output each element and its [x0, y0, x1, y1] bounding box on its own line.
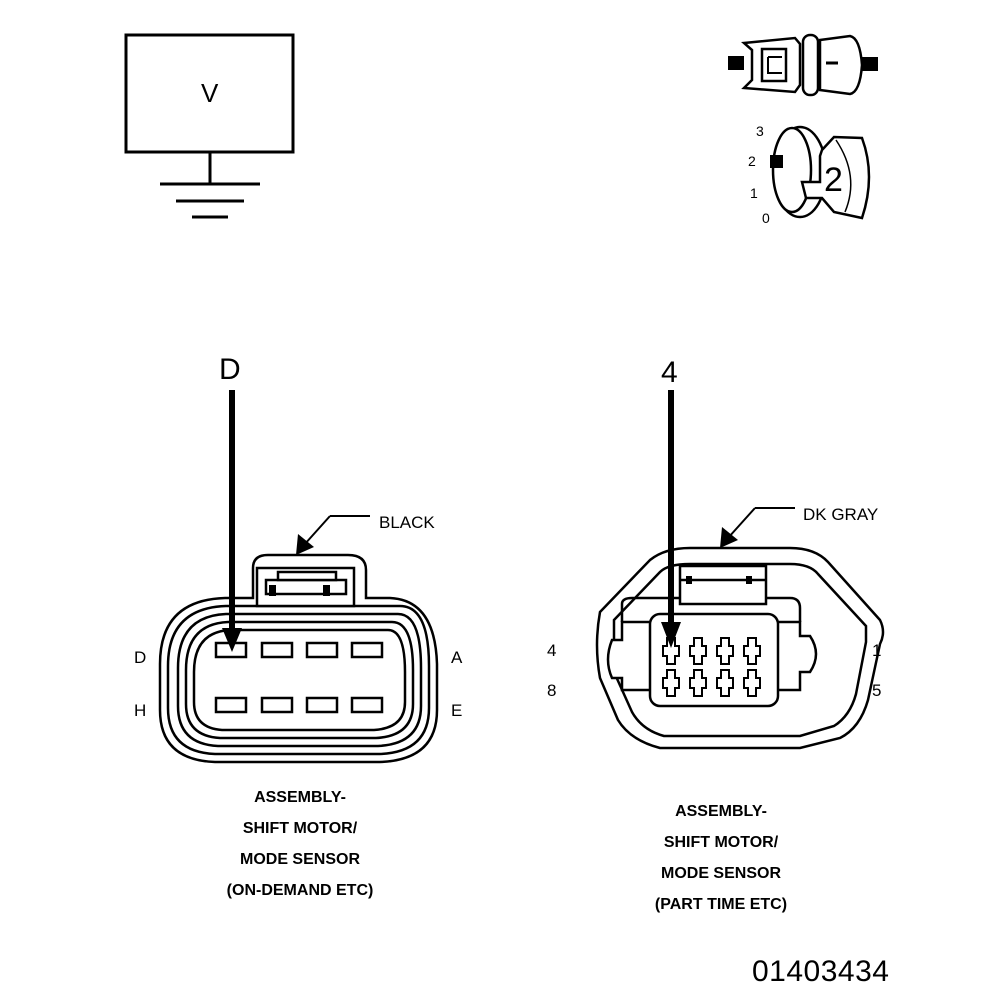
- caption-line: (PART TIME ETC): [654, 896, 788, 913]
- pin-label: 5: [872, 681, 882, 700]
- color-label-dk-gray: DK GRAY: [803, 505, 879, 524]
- latch-left: [255, 566, 356, 608]
- caption-line: (ON-DEMAND ETC): [226, 882, 374, 899]
- caption-line: MODE SENSOR: [660, 865, 781, 882]
- terminal-pin: [662, 637, 680, 665]
- terminal-pin: [689, 669, 707, 697]
- pin-label: A: [451, 648, 463, 667]
- pin-label: D: [134, 648, 147, 667]
- terminal-pin: [662, 669, 680, 697]
- pin-cavity: [350, 641, 384, 659]
- ground-icon: [160, 182, 260, 219]
- pin-grid-left: [214, 641, 384, 714]
- pin-cavity: [260, 641, 294, 659]
- pin-cavity: [305, 641, 339, 659]
- pin-label: E: [451, 701, 463, 720]
- key-number: 2: [824, 161, 843, 199]
- ignition-key-icon: [770, 125, 871, 220]
- caption-right: ASSEMBLY- SHIFT MOTOR/ MODE SENSOR (PART…: [601, 796, 841, 920]
- color-label-black: BLACK: [379, 513, 435, 532]
- pin-label: 8: [547, 681, 557, 700]
- terminal-pin: [689, 637, 707, 665]
- caption-line: MODE SENSOR: [239, 851, 360, 868]
- probe-pin-right: 4: [661, 356, 678, 389]
- pin-cavity: [260, 696, 294, 714]
- probe-arrow-left: [222, 390, 242, 652]
- terminal-pin: [716, 637, 734, 665]
- pin-cavity: [305, 696, 339, 714]
- voltmeter-symbol: V: [201, 78, 219, 108]
- pin-label: 4: [547, 641, 557, 660]
- leader-black: [296, 515, 370, 555]
- probe-arrow-right: [661, 390, 681, 648]
- pin-cavity: [214, 696, 248, 714]
- key-position-label: 3: [756, 123, 764, 139]
- pin-grid-right: [662, 637, 761, 697]
- connector-disconnect-icon: [728, 33, 878, 97]
- connector-left: [158, 553, 439, 764]
- caption-line: SHIFT MOTOR/: [663, 834, 779, 851]
- latch-right: [678, 564, 768, 606]
- pin-label: 1: [872, 641, 882, 660]
- terminal-pin: [716, 669, 734, 697]
- caption-line: SHIFT MOTOR/: [242, 820, 358, 837]
- pin-label: H: [134, 701, 147, 720]
- probe-pin-left: D: [219, 353, 241, 386]
- connector-right: [595, 546, 885, 750]
- pin-cavity: [350, 696, 384, 714]
- voltmeter-icon: [124, 33, 295, 219]
- key-position-label: 2: [748, 153, 756, 169]
- document-id: 01403434: [752, 955, 890, 988]
- terminal-pin: [743, 637, 761, 665]
- key-position-label: 0: [762, 210, 770, 226]
- caption-left: ASSEMBLY- SHIFT MOTOR/ MODE SENSOR (ON-D…: [180, 782, 420, 906]
- caption-line: ASSEMBLY-: [675, 803, 767, 820]
- caption-line: ASSEMBLY-: [254, 789, 346, 806]
- leader-dk-gray: [720, 507, 795, 548]
- terminal-pin: [743, 669, 761, 697]
- key-position-label: 1: [750, 185, 758, 201]
